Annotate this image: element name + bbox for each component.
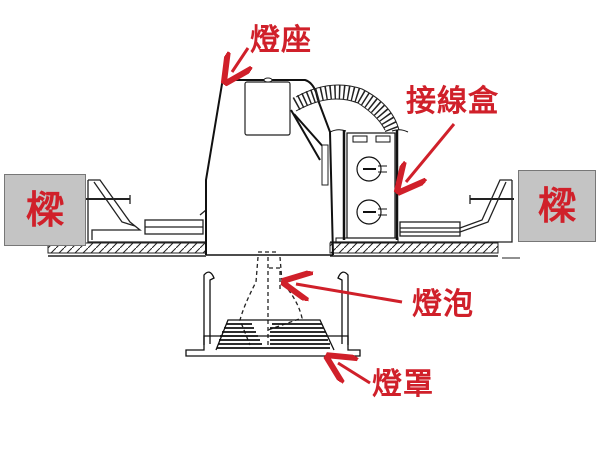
beam-right: 樑 bbox=[518, 170, 596, 242]
label-lamp-shade: 燈罩 bbox=[372, 367, 434, 402]
arrow-bulb bbox=[296, 284, 403, 304]
flexible-conduit bbox=[292, 84, 400, 133]
lamp-socket-block bbox=[244, 81, 291, 136]
junction-box bbox=[329, 129, 409, 244]
arrow-lamp-shade bbox=[338, 363, 371, 385]
arrow-lamp-holder bbox=[232, 47, 248, 72]
beam-left-label: 樑 bbox=[25, 188, 64, 232]
label-lamp-holder: 燈座 bbox=[250, 23, 312, 58]
beam-right-label: 樑 bbox=[537, 184, 576, 228]
beam-left: 樑 bbox=[4, 174, 86, 246]
knockout-top bbox=[356, 156, 382, 182]
mounting-bracket-left bbox=[86, 179, 207, 243]
arrow-junction-box bbox=[406, 123, 456, 182]
lamp-shade bbox=[185, 271, 361, 357]
housing bbox=[205, 77, 334, 256]
knockout-bottom bbox=[356, 199, 382, 225]
label-bulb: 燈泡 bbox=[412, 287, 474, 322]
label-junction-box: 接線盒 bbox=[406, 84, 499, 119]
bulb bbox=[239, 251, 303, 346]
ceiling-board-right bbox=[329, 242, 520, 259]
mounting-bracket-right bbox=[330, 179, 514, 243]
